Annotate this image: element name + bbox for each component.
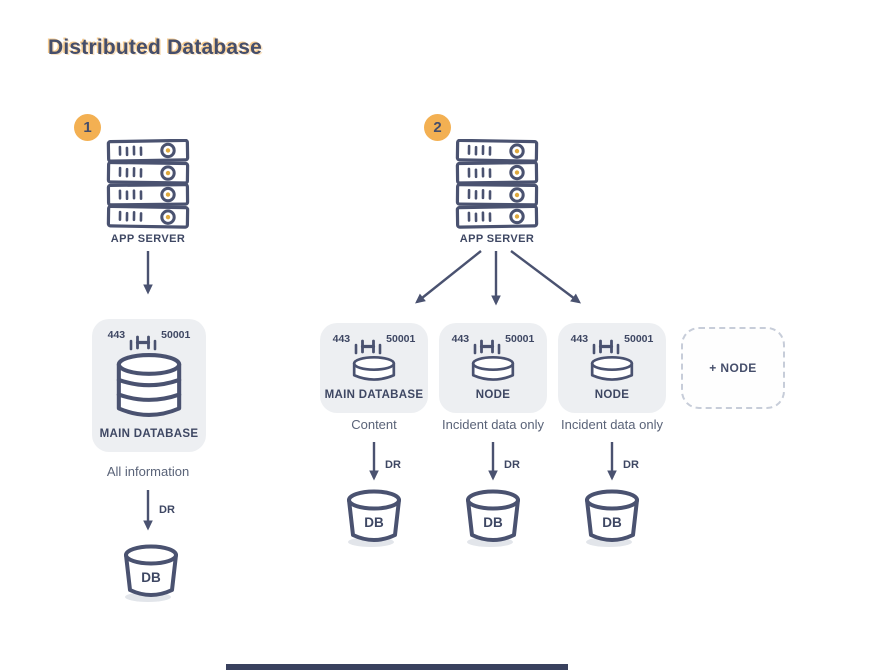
node-cylinder-icon: [352, 356, 396, 381]
port-443: 443: [570, 333, 589, 345]
node-label: NODE: [475, 389, 511, 401]
db-bucket-icon-1: DB: [124, 544, 178, 602]
main-database-label-1: MAIN DATABASE: [99, 428, 199, 440]
node-label: MAIN DATABASE: [324, 389, 424, 401]
main-database-card-2: 443 50001 MAIN DATABASE: [320, 323, 428, 413]
port-50001: 50001: [505, 333, 535, 345]
database-cylinder-icon: [116, 353, 182, 417]
port-connector-icon: [473, 339, 501, 355]
app-server-icon: [106, 139, 190, 229]
app-server-icon: [455, 139, 539, 229]
dr-label-1: DR: [159, 504, 175, 516]
node-description: Content: [351, 417, 397, 432]
port-443: 443: [107, 329, 126, 341]
step-badge-1-number: 1: [83, 119, 92, 136]
port-connector-icon: [592, 339, 620, 355]
dr-label-2c: DR: [623, 459, 639, 471]
page-title: Distributed Database: [48, 36, 263, 59]
port-50001: 50001: [624, 333, 654, 345]
db-text-1: DB: [141, 570, 161, 585]
port-50001: 50001: [386, 333, 416, 345]
app-server-label-2: APP SERVER: [459, 233, 535, 245]
db-text-2b: DB: [483, 515, 503, 530]
ports-row: 443 50001: [332, 333, 416, 355]
ports-row: 443 50001: [107, 329, 191, 351]
port-connector-icon: [354, 339, 382, 355]
db-description-1: All information: [106, 464, 190, 479]
db-text-2c: DB: [602, 515, 622, 530]
add-node-placeholder: + NODE: [681, 327, 785, 409]
arrow-server1-to-db: [143, 251, 153, 295]
node-cylinder-icon: [471, 356, 515, 381]
step-badge-1: 1: [74, 114, 101, 141]
app-server-label-1: APP SERVER: [110, 233, 186, 245]
node-card-1: 443 50001 NODE: [439, 323, 547, 413]
db-bucket-icon-2a: DB: [347, 489, 401, 547]
db-text-2a: DB: [364, 515, 384, 530]
step-badge-2: 2: [424, 114, 451, 141]
ports-row: 443 50001: [570, 333, 654, 355]
step-badge-2-number: 2: [433, 119, 442, 136]
ports-row: 443 50001: [451, 333, 535, 355]
db-bucket-icon-2c: DB: [585, 489, 639, 547]
dr-arrow-2c: [607, 442, 617, 481]
node-description: Incident data only: [561, 417, 663, 432]
node-label: NODE: [594, 389, 630, 401]
bottom-bar: [226, 664, 568, 670]
port-443: 443: [332, 333, 351, 345]
dr-label-2b: DR: [504, 459, 520, 471]
dr-arrow-1: [143, 490, 153, 531]
port-443: 443: [451, 333, 470, 345]
node-card-2: 443 50001 NODE: [558, 323, 666, 413]
fanout-arrows: [415, 250, 581, 306]
add-node-label: + NODE: [709, 361, 757, 375]
dr-arrow-2a: [369, 442, 379, 481]
port-50001: 50001: [161, 329, 191, 341]
db-bucket-icon-2b: DB: [466, 489, 520, 547]
dr-arrow-2b: [488, 442, 498, 481]
node-description: Incident data only: [442, 417, 544, 432]
node-cylinder-icon: [590, 356, 634, 381]
main-database-card-1: 443 50001 MAIN DATABASE: [92, 319, 206, 452]
dr-label-2a: DR: [385, 459, 401, 471]
port-connector-icon: [129, 335, 157, 351]
